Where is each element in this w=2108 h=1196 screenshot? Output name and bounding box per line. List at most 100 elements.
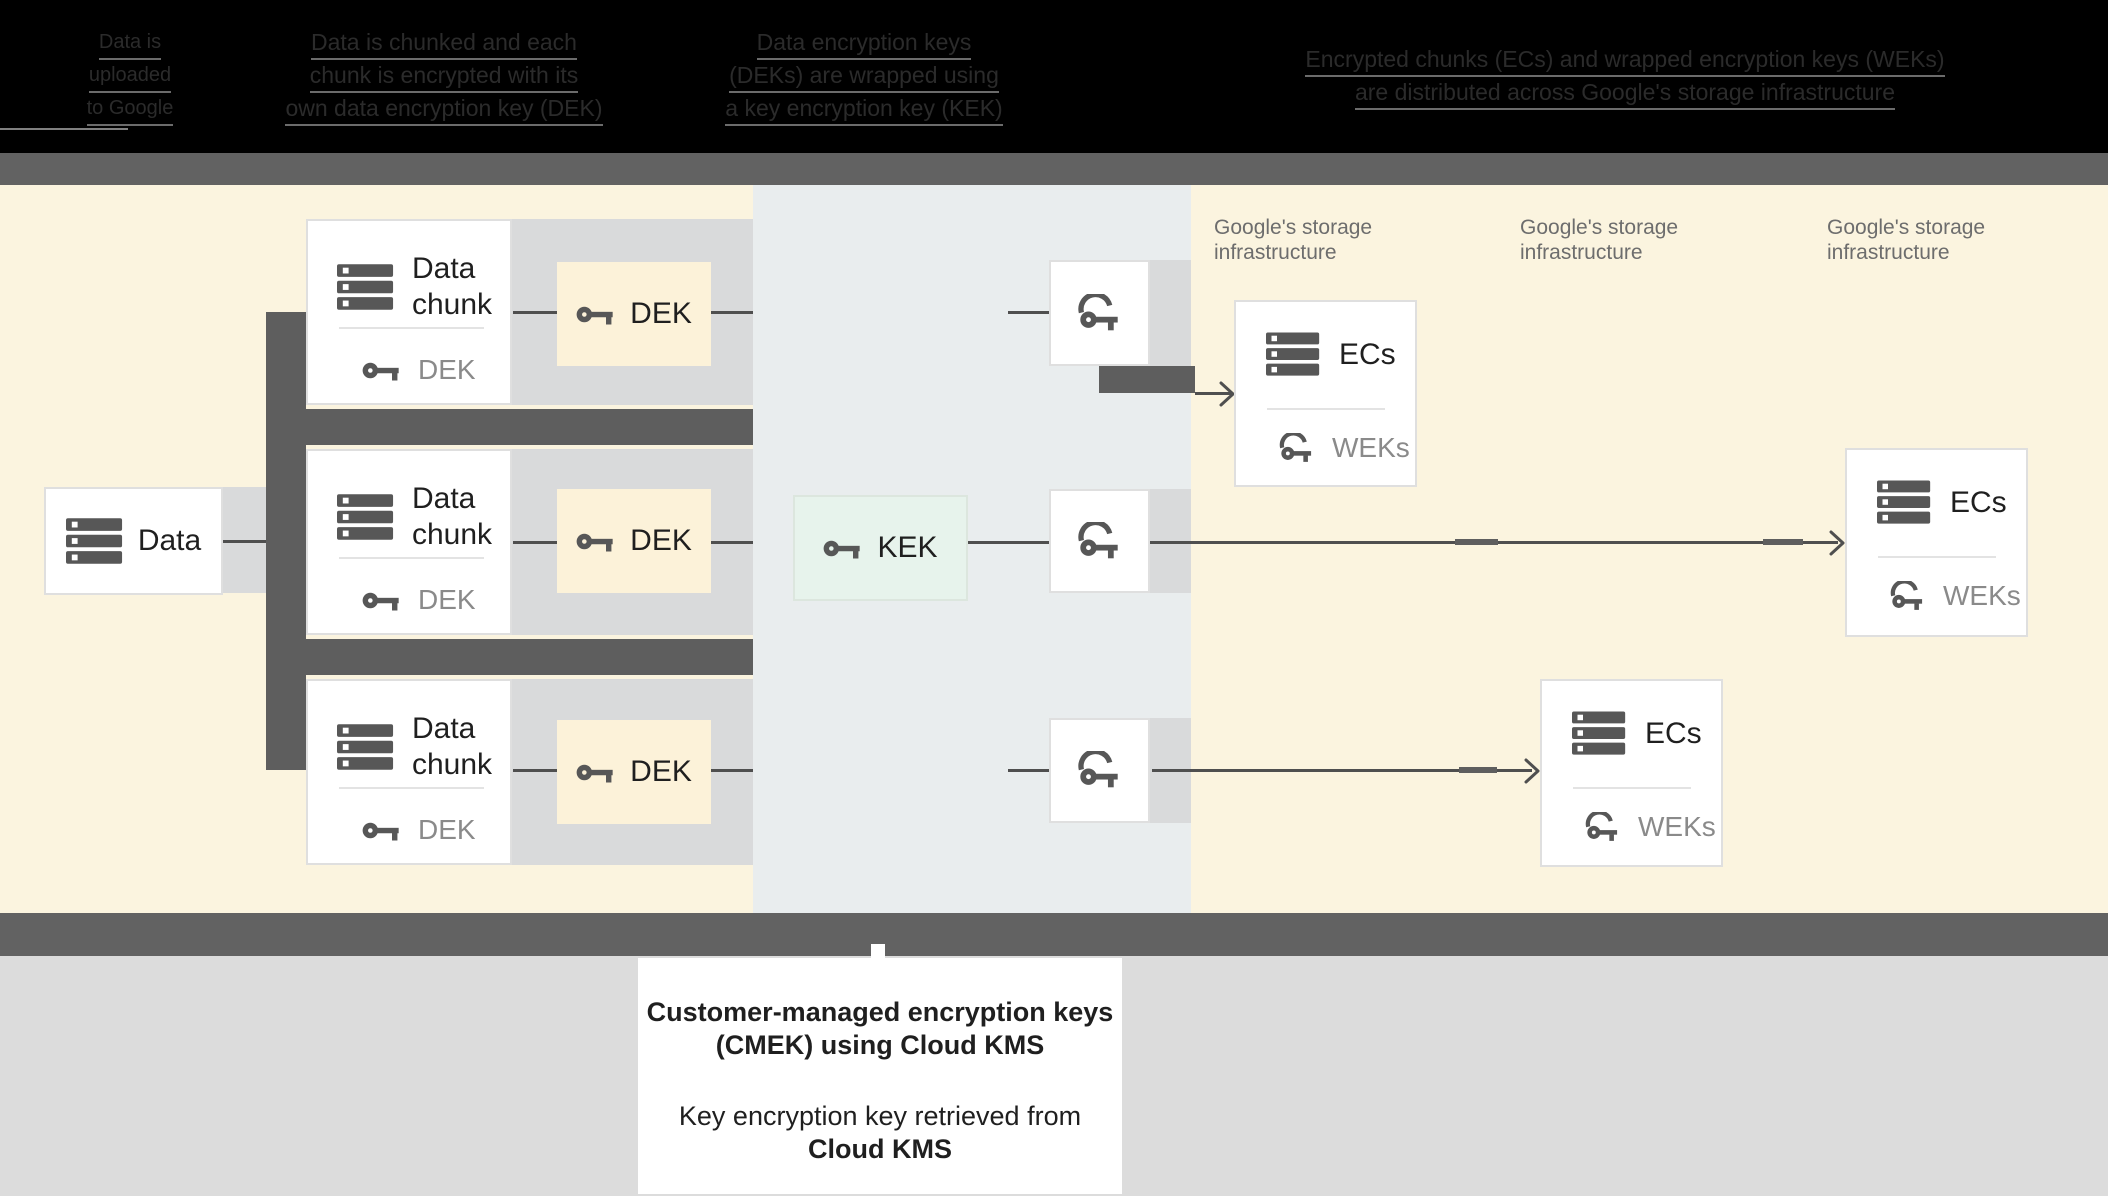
ecs-label: ECs [1645,716,1702,750]
chunk-key-row: DEK [362,814,476,846]
header-step-1-line: Data is [98,27,162,60]
caption-box: Customer-managed encryption keys (CMEK) … [638,958,1122,1194]
header-step-2-line: own data encryption key (DEK) [285,93,603,126]
header-step-4: Encrypted chunks (ECs) and wrapped encry… [1290,0,1960,153]
header-step-3-line: Data encryption keys [756,27,972,60]
connector-line [513,541,557,544]
header-step-2-line: Data is chunked and each [311,27,577,60]
connector-line [711,311,753,314]
chunk-label-line1: Data [412,482,476,515]
chunk-dek-label: DEK [418,814,476,845]
ecs-label: ECs [1339,337,1396,371]
arrow-to-ecs-1 [1195,392,1231,395]
key-icon [362,587,402,614]
database-icon [337,723,395,771]
header-step-3-line: (DEKs) are wrapped using [729,60,999,93]
header-divider-streak [0,128,128,130]
storage-infrastructure-label: Google's storage infrastructure [1520,215,1678,265]
data-box: Data [44,487,223,595]
wrapped-key-icon [1584,811,1622,843]
ecs-key-row: WEKs [1278,432,1410,464]
box-divider [339,557,484,559]
dek-box: DEK [557,720,711,824]
chunk-label-line2: chunk [412,288,493,321]
kek-box-label: KEK [877,531,938,564]
kek-box: KEK [793,495,968,601]
ecs-weks-label: WEKs [1943,580,2021,611]
caption-line: Cloud KMS [808,1134,952,1164]
chunk-label-line2: chunk [412,748,493,781]
database-icon [65,517,124,565]
wrapped-key-icon [1077,521,1123,561]
header-bar: Data is uploaded to Google Data is chunk… [0,0,2108,153]
dek-box-label: DEK [630,755,692,788]
key-icon [362,817,402,844]
ecs-key-row: WEKs [1889,580,2021,612]
storage-label-line1: Google's storage [1214,216,1373,239]
wrapped-key-icon [1889,580,1927,612]
arrowhead-icon [1829,530,1845,556]
ecs-top-row: ECs [1266,332,1396,377]
ecs-top-row: ECs [1877,480,2007,525]
arrow-thick-segment [1455,539,1498,545]
caption-line: (CMEK) using Cloud KMS [715,1030,1045,1060]
wrapped-key-box [1049,260,1150,366]
database-icon [337,263,395,311]
box-divider [339,787,484,789]
top-separator-band [0,153,2108,185]
chunk-label-line1: Data [412,712,476,745]
bottom-separator-band [0,913,2108,956]
connector-line [711,769,753,772]
dek-box-label: DEK [630,524,692,557]
key-icon [362,357,402,384]
key-icon [576,759,616,786]
storage-label-line1: Google's storage [1520,216,1679,239]
wrapped-key-box [1049,489,1150,593]
diagram-canvas: Google's storage infrastructure Google's… [0,185,2108,913]
caption-line: Customer-managed encryption keys [646,997,1114,1027]
key-strip [1150,260,1191,366]
ecs-top-row: ECs [1572,711,1702,756]
caption-line: Key encryption key retrieved from [678,1101,1082,1131]
chunk-dek-label: DEK [418,584,476,615]
connector-line [513,769,557,772]
header-step-1-line: to Google [86,93,174,126]
storage-label-line2: infrastructure [1214,241,1337,264]
dek-box: DEK [557,489,711,593]
database-icon [1266,332,1321,377]
chunk-tree-trunk [266,312,306,770]
header-step-1: Data is uploaded to Google [20,0,240,153]
database-icon [337,493,395,541]
caption-connector-notch [871,944,885,958]
storage-infrastructure-label: Google's storage infrastructure [1214,215,1372,265]
arrow-thick-segment [1763,539,1803,545]
footer-area: Customer-managed encryption keys (CMEK) … [0,956,2108,1196]
connector-line [513,311,557,314]
box-divider [1573,787,1691,789]
chunk-key-row: DEK [362,354,476,386]
wrapped-key-icon [1077,293,1123,333]
header-step-3: Data encryption keys (DEKs) are wrapped … [664,0,1064,153]
arrow-to-ecs-3 [1152,769,1532,772]
header-step-4-line: Encrypted chunks (ECs) and wrapped encry… [1305,44,1945,77]
header-step-1-line: uploaded [88,60,172,93]
chunk-tree-bar [266,409,753,445]
storage-infrastructure-label: Google's storage infrastructure [1827,215,1985,265]
wrapped-key-icon [1077,751,1123,790]
ecs-key-row: WEKs [1584,811,1716,843]
chunk-label-line1: Data [412,252,476,285]
connector-line [223,540,266,543]
wek-elbow-connector [1099,366,1195,393]
storage-label-line2: infrastructure [1520,241,1643,264]
header-step-3-line: a key encryption key (KEK) [725,93,1003,126]
connector-line [1008,311,1049,314]
